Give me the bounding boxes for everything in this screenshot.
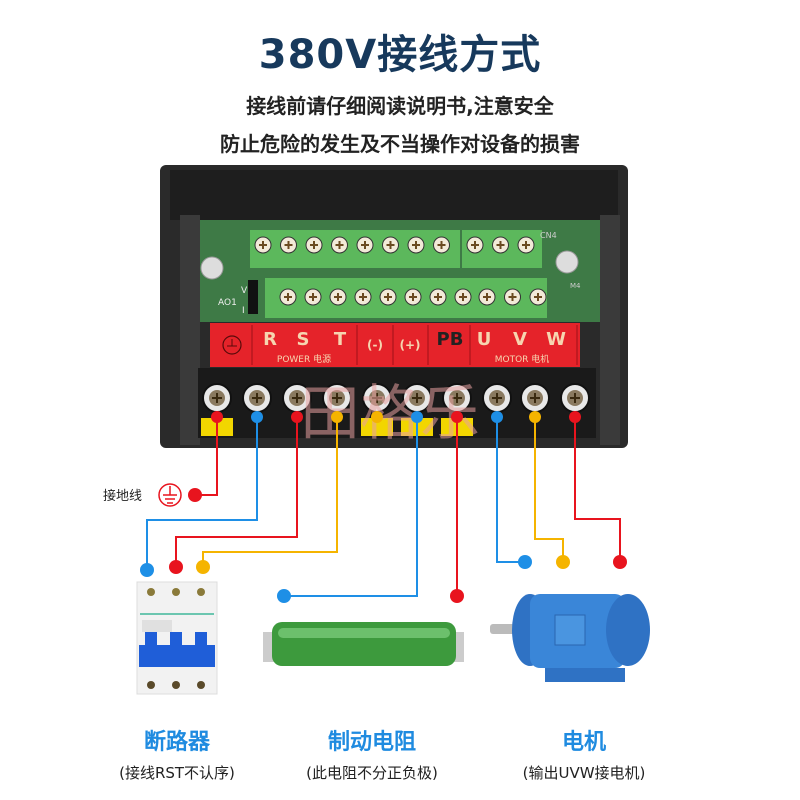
breaker-note: (接线RST不认序) (119, 764, 235, 782)
ao1-label: AO1 (218, 298, 237, 308)
wire (175, 417, 298, 567)
terminal-wire-dot (251, 411, 263, 423)
device-wire-dot (450, 589, 464, 603)
yellow-label-tag (361, 418, 393, 436)
pcb-board: AO1 V I CN4 M4 (200, 220, 600, 322)
resistor-label: 制动电阻 (327, 730, 416, 755)
wire (195, 417, 218, 496)
page-title: 380V接线方式 (258, 32, 542, 78)
wire (202, 417, 338, 567)
device-wire-dot (518, 555, 532, 569)
ground-icon (222, 335, 242, 355)
wire (496, 417, 525, 563)
device-wire-dot (169, 560, 183, 574)
i-label: I (242, 306, 245, 316)
watermark: 田格乐 (300, 379, 480, 449)
device-wire-dot (613, 555, 627, 569)
wire (534, 417, 564, 562)
m4-label: M4 (570, 282, 581, 290)
breaker-label: 断路器 (143, 730, 210, 755)
device-wire-dot (188, 488, 202, 502)
power-label: POWER 电源 (277, 353, 331, 365)
cn4-label: CN4 (540, 231, 557, 240)
ground-wire-label: 接地线 (103, 489, 143, 504)
brake-resistor-image (263, 622, 464, 666)
terminal-label-8: W (546, 329, 566, 350)
terminal-label-3: (-) (367, 338, 383, 352)
terminal-label-4: (+) (399, 338, 420, 352)
motor-label: MOTOR 电机 (495, 353, 550, 365)
terminal-label-0: R (263, 329, 277, 350)
terminal-wire-dot (211, 411, 223, 423)
v-label: V (241, 286, 248, 296)
terminal-wire-dot (451, 411, 463, 423)
terminal-label-5: PB (437, 329, 464, 350)
terminal-label-7: V (513, 329, 527, 350)
subtitle-line-1: 接线前请仔细阅读说明书,注意安全 (246, 94, 554, 118)
terminal-wire-dot (569, 411, 581, 423)
terminal-wire-dot (491, 411, 503, 423)
wire (574, 417, 621, 562)
ground-symbol-icon (158, 483, 182, 507)
motor-device-label: 电机 (561, 730, 606, 755)
terminal-wire-dot (529, 411, 541, 423)
device-wire-dot (277, 589, 291, 603)
terminal-wire-dot (371, 411, 383, 423)
motor-note: (输出UVW接电机) (522, 764, 646, 782)
terminal-wire-dot (331, 411, 343, 423)
electric-motor-image (490, 594, 650, 682)
subtitle-line-2: 防止危险的发生及不当操作对设备的损害 (220, 132, 580, 156)
terminal-label-2: T (334, 329, 347, 350)
device-wire-dot (556, 555, 570, 569)
wire (146, 417, 258, 570)
wire (284, 417, 418, 597)
resistor-note: (此电阻不分正负极) (306, 764, 438, 782)
terminal-wire-dot (291, 411, 303, 423)
terminal-wire-dot (411, 411, 423, 423)
circuit-breaker-image (136, 581, 218, 695)
device-wire-dot (140, 563, 154, 577)
device-wire-dot (196, 560, 210, 574)
terminal-label-1: S (297, 329, 310, 350)
terminal-label-6: U (477, 329, 492, 350)
